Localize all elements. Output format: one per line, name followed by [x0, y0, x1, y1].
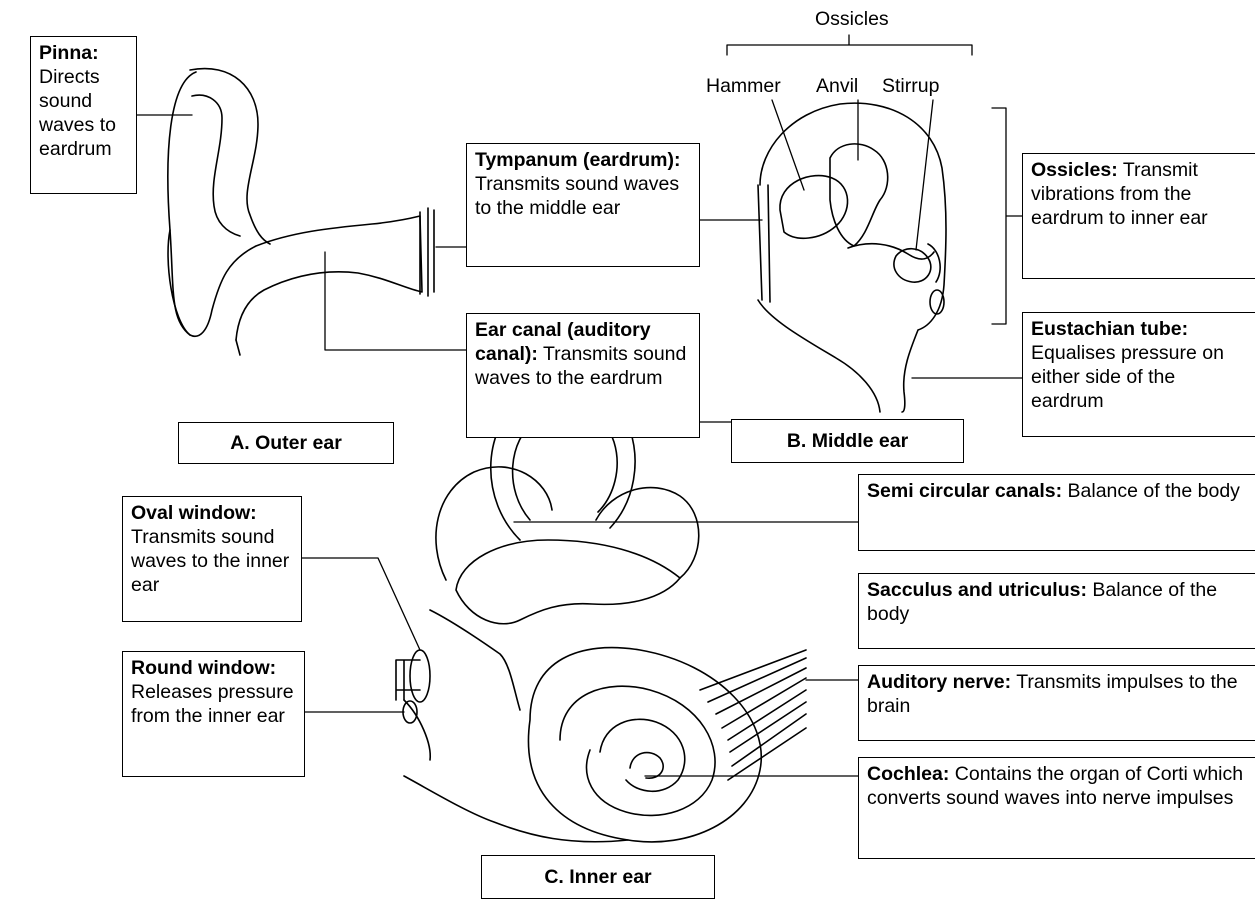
ear-canal-leader — [325, 252, 466, 350]
pinna-desc: Directs sound waves to eardrum — [39, 66, 116, 160]
pinna-helix — [192, 95, 240, 236]
stirrup-label: Stirrup — [882, 75, 939, 97]
ossicles-side-bracket — [992, 108, 1022, 324]
semi-circular-desc: Balance of the body — [1068, 480, 1240, 502]
anvil-bone — [830, 144, 888, 246]
round-window-term: Round window: — [131, 657, 276, 679]
auditory-nerve-fibres — [700, 650, 806, 780]
utricle-body — [456, 540, 680, 624]
round-window-desc: Releases pressure from the inner ear — [131, 681, 294, 727]
cochlea-spiral-3 — [630, 753, 663, 779]
tympanum-label-box: Tympanum (eardrum): Transmits sound wave… — [466, 143, 700, 267]
round-window-label-box: Round window: Releases pressure from the… — [122, 651, 305, 777]
stirrup-bone — [848, 244, 934, 282]
auditory-nerve-label-box: Auditory nerve: Transmits impulses to th… — [858, 665, 1255, 741]
cochlea-spiral-1 — [560, 686, 715, 815]
ossicles-heading: Ossicles — [815, 8, 889, 30]
middle-ear-drawing — [758, 103, 946, 412]
vestibule-to-cochlea — [430, 610, 520, 710]
cochlea-term: Cochlea: — [867, 763, 949, 785]
canal-loop-right — [596, 488, 699, 578]
middle-ear-cavity — [760, 103, 946, 412]
cochlea-outer — [528, 648, 761, 842]
eustachian-desc: Equalises pressure on either side of the… — [1031, 342, 1224, 412]
inner-ear-caption: C. Inner ear — [481, 855, 715, 899]
oval-window-leader — [302, 558, 420, 650]
ossicles-label-box: Ossicles: Transmit vibrations from the e… — [1022, 153, 1255, 279]
pinna-outline — [168, 72, 422, 340]
outer-ear-drawing — [168, 69, 434, 355]
middle-ear-caption: B. Middle ear — [731, 419, 964, 463]
ossicles-term: Ossicles: — [1031, 159, 1118, 181]
canal-loop-left — [436, 467, 552, 580]
sacculus-term: Sacculus and utriculus: — [867, 579, 1087, 601]
oval-window-inner — [410, 650, 430, 702]
ear-canal-label-box: Ear canal (auditory canal): Transmits so… — [466, 313, 700, 438]
oval-window-label-box: Oval window: Transmits sound waves to th… — [122, 496, 302, 622]
oval-window-desc: Transmits sound waves to the inner ear — [131, 526, 289, 596]
canal-lobe-stub — [236, 340, 240, 355]
auditory-nerve-term: Auditory nerve: — [867, 671, 1011, 693]
round-window-middle — [930, 290, 944, 314]
anvil-label: Anvil — [816, 75, 858, 97]
round-window-inner — [403, 701, 417, 723]
oval-window-rings — [396, 660, 420, 700]
tympanum-desc: Transmits sound waves to the middle ear — [475, 173, 679, 219]
sacculus-label-box: Sacculus and utriculus: Balance of the b… — [858, 573, 1255, 649]
cochlea-spiral-2 — [600, 719, 685, 791]
eustachian-label-box: Eustachian tube: Equalises pressure on e… — [1022, 312, 1255, 437]
cochlea-label-box: Cochlea: Contains the organ of Corti whi… — [858, 757, 1255, 859]
tympanum-term: Tympanum (eardrum): — [475, 149, 681, 171]
stirrup-leader — [916, 100, 933, 250]
middle-ear-cavity-lower — [758, 300, 880, 412]
eustachian-term: Eustachian tube: — [1031, 318, 1188, 340]
hammer-label: Hammer — [706, 75, 781, 97]
oval-window-term: Oval window: — [131, 502, 257, 524]
pinna-label-box: Pinna: Directs sound waves to eardrum — [30, 36, 137, 194]
middle-eardrum — [758, 185, 770, 302]
hammer-leader — [772, 100, 804, 190]
semi-circular-label-box: Semi circular canals: Balance of the bod… — [858, 474, 1255, 551]
pinna-term: Pinna: — [39, 42, 99, 64]
outer-ear-caption: A. Outer ear — [178, 422, 394, 464]
semi-circular-term: Semi circular canals: — [867, 480, 1062, 502]
ossicles-bracket-top — [727, 35, 972, 55]
